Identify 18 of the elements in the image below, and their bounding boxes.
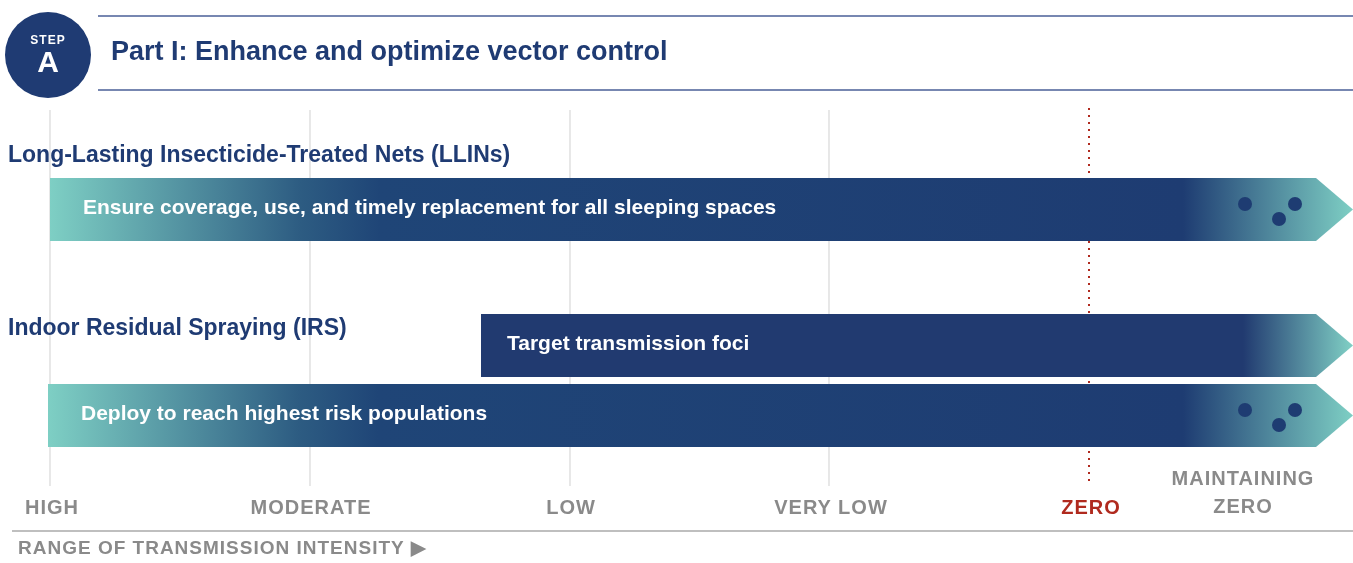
bar-label: Target transmission foci — [507, 331, 750, 355]
section-heading: Long-Lasting Insecticide-Treated Nets (LLINs) — [8, 140, 511, 168]
step-label: STEP — [30, 33, 66, 47]
axis-label: HIGH — [25, 495, 79, 520]
bar-label: Ensure coverage, use, and timely replacement for all sleeping spaces — [83, 195, 777, 219]
step-letter: A — [37, 47, 59, 77]
title: Part I: Enhance and optimize vector control — [111, 36, 668, 67]
axis-title: RANGE OF TRANSMISSION INTENSITY ▶ — [18, 537, 427, 559]
axis-label: VERY LOW — [774, 495, 888, 520]
bar-label: Deploy to reach highest risk populations — [81, 401, 488, 425]
arrow-bar — [48, 384, 1353, 447]
arrow-bar — [481, 314, 1353, 377]
axis-label: LOW — [546, 495, 596, 520]
axis-label: ZERO — [1061, 495, 1121, 520]
axis-label: MODERATE — [250, 495, 372, 520]
axis-label: MAINTAINING ZERO — [1170, 466, 1316, 519]
section-heading: Indoor Residual Spraying (IRS) — [8, 313, 347, 341]
arrow-bar — [50, 178, 1353, 241]
